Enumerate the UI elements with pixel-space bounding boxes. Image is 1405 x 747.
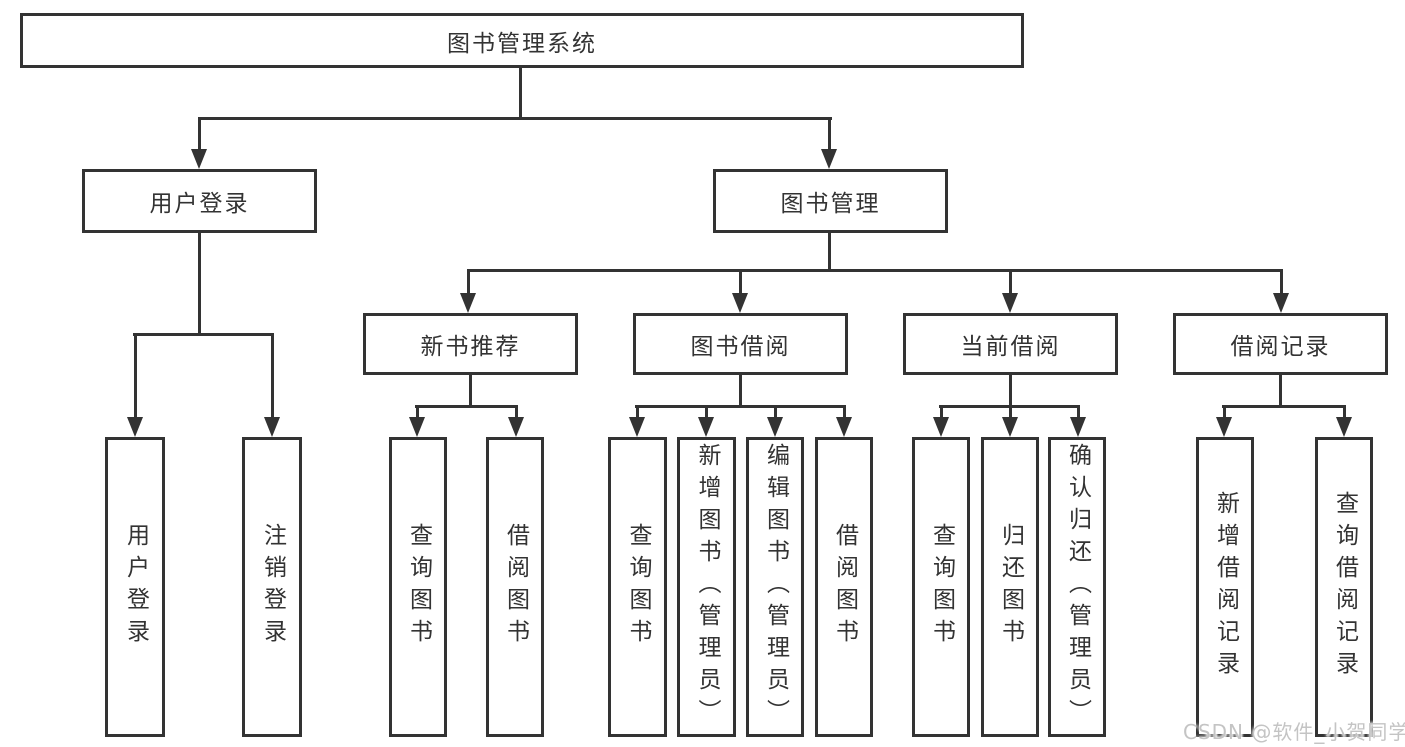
connector-line [1280,269,1283,295]
node-label: 新书推荐 [420,334,521,360]
leaf-user-login: 用户登录 [105,437,165,737]
connector-line [1343,405,1346,419]
connector-line [1279,374,1282,407]
leaf-add-borrow-record: 新增借阅记录 [1196,437,1254,737]
connector-line [416,405,419,419]
arrow-down-icon [1336,417,1352,437]
arrow-down-icon [629,417,645,437]
arrow-down-icon [767,417,783,437]
connector-line [469,374,472,407]
watermark: CSDN @软件_小贺同学 [1183,720,1405,744]
connector-line [1077,405,1080,419]
node-label: 注销登录 [259,523,286,651]
node-book-management: 图书管理 [713,169,948,233]
node-label: 当前借阅 [960,334,1061,360]
node-book-borrowing: 图书借阅 [633,313,848,375]
arrow-down-icon [1002,417,1018,437]
leaf-query-books: 查询图书 [389,437,447,737]
node-library-management-system: 图书管理系统 [20,13,1024,68]
leaf-query-borrow-record: 查询借阅记录 [1315,437,1373,737]
node-label: 归还图书 [997,523,1024,651]
leaf-query-books: 查询图书 [608,437,667,737]
connector-line [198,117,832,120]
node-label: 查询图书 [405,523,432,651]
arrow-down-icon [821,149,837,169]
connector-line [1009,405,1012,419]
connector-line [133,333,274,336]
arrow-down-icon [836,417,852,437]
leaf-confirm-return-admin: 确认归还（管理员） [1048,437,1106,737]
connector-line [134,333,137,417]
node-borrowing-records: 借阅记录 [1173,313,1388,375]
node-label: 图书借阅 [690,334,791,360]
leaf-return-books: 归还图书 [981,437,1039,737]
node-label: 借阅记录 [1230,334,1331,360]
connector-line [843,405,846,419]
node-label: 用户登录 [122,523,149,651]
connector-line [636,405,639,419]
node-label: 查询图书 [928,523,955,651]
node-user-login: 用户登录 [82,169,317,233]
node-label: 确认归还（管理员） [1064,443,1091,731]
arrow-down-icon [732,293,748,313]
arrow-down-icon [1070,417,1086,437]
connector-line [271,333,274,417]
arrow-down-icon [191,149,207,169]
node-label: 新增借阅记录 [1212,491,1239,683]
connector-line [1223,405,1226,419]
node-label: 查询借阅记录 [1331,491,1358,683]
connector-line [635,405,845,408]
node-label: 查询图书 [625,523,651,651]
node-label: 借阅图书 [831,523,858,651]
node-current-borrowing: 当前借阅 [903,313,1118,375]
node-label: 编辑图书（管理员） [762,443,789,731]
leaf-query-books: 查询图书 [912,437,970,737]
arrow-down-icon [698,417,714,437]
arrow-down-icon [409,417,425,437]
arrow-down-icon [1273,293,1289,313]
connector-line [828,232,831,272]
connector-line [1009,374,1012,407]
connector-line [739,269,742,295]
connector-line [1222,405,1346,408]
arrow-down-icon [460,293,476,313]
connector-line [739,374,742,407]
connector-line [198,232,201,336]
connector-line [519,67,522,119]
arrow-down-icon [127,417,143,437]
connector-line [1009,269,1012,295]
arrow-down-icon [508,417,524,437]
connector-line [415,405,518,408]
connector-line [940,405,943,419]
connector-line [774,405,777,419]
leaf-add-books-admin: 新增图书（管理员） [677,437,736,737]
connector-line [828,117,831,150]
connector-line [467,269,470,295]
leaf-borrow-books: 借阅图书 [486,437,544,737]
connector-line [467,269,1283,272]
node-label: 用户登录 [149,191,250,217]
connector-line [198,117,201,150]
node-label: 借阅图书 [502,523,529,651]
node-label: 图书管理 [780,191,881,217]
node-label: 图书管理系统 [447,30,597,57]
leaf-edit-books-admin: 编辑图书（管理员） [746,437,804,737]
arrow-down-icon [1216,417,1232,437]
arrow-down-icon [1002,293,1018,313]
connector-line [515,405,518,419]
node-new-book-recommendation: 新书推荐 [363,313,578,375]
node-label: 新增图书（管理员） [694,443,720,731]
leaf-borrow-books: 借阅图书 [815,437,873,737]
leaf-logout: 注销登录 [242,437,302,737]
arrow-down-icon [264,417,280,437]
arrow-down-icon [933,417,949,437]
connector-line [705,405,708,419]
